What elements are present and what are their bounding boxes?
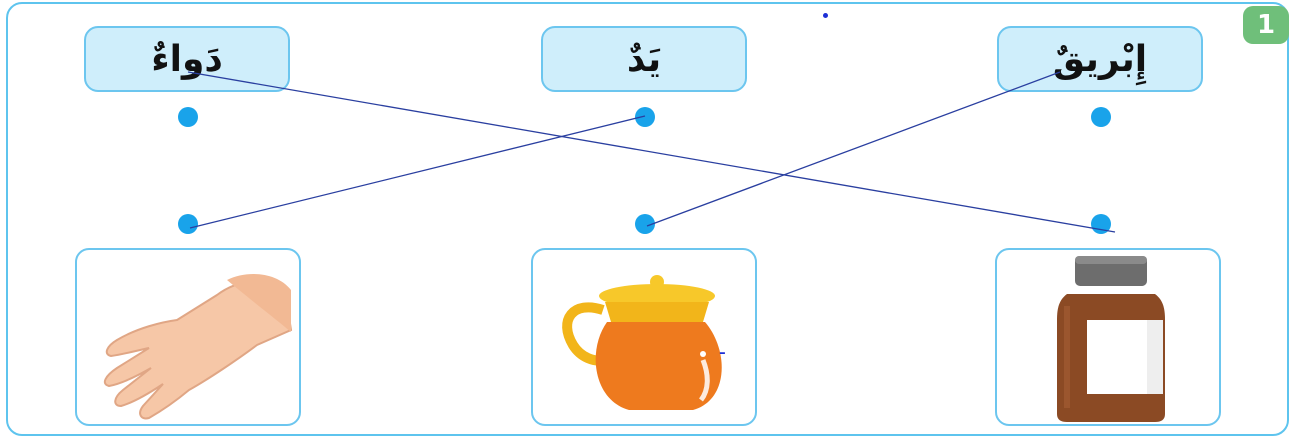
word-dot-dawa[interactable]: [178, 107, 198, 127]
stray-mark: ـ: [720, 342, 725, 358]
picture-dot-jug[interactable]: [635, 214, 655, 234]
picture-card-bottle[interactable]: [995, 248, 1221, 426]
hand-icon: [103, 274, 293, 420]
exercise-frame: [6, 2, 1289, 436]
jug-icon: [562, 275, 722, 410]
picture-card-hand[interactable]: [75, 248, 301, 426]
stray-dot: [823, 13, 828, 18]
word-box-yad[interactable]: يَدٌ: [541, 26, 747, 92]
question-number-badge: 1: [1243, 6, 1289, 44]
medicine-bottle-icon: [1057, 256, 1165, 422]
word-box-dawa[interactable]: دَواءٌ: [84, 26, 290, 92]
word-box-ibriq[interactable]: إِبْريقٌ: [997, 26, 1203, 92]
word-dot-yad[interactable]: [635, 107, 655, 127]
picture-card-jug[interactable]: [531, 248, 757, 426]
picture-dot-hand[interactable]: [178, 214, 198, 234]
word-dot-ibriq[interactable]: [1091, 107, 1111, 127]
picture-dot-bottle[interactable]: [1091, 214, 1111, 234]
